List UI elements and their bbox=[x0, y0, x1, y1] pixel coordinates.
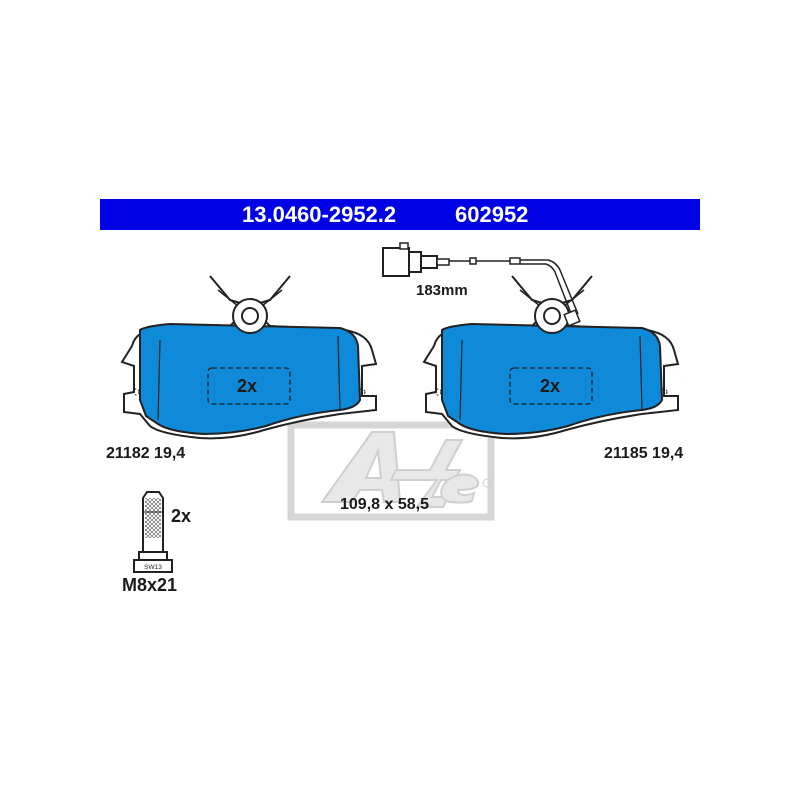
bolt-quantity: 2x bbox=[171, 506, 192, 526]
left-pad-quantity: 2x bbox=[237, 376, 258, 396]
reference-code: 602952 bbox=[455, 202, 529, 227]
pad-dimensions: 109,8 x 58,5 bbox=[340, 496, 429, 513]
sensor-length-label: 183mm bbox=[416, 282, 468, 299]
bolt-wrench-size: SW13 bbox=[144, 564, 162, 571]
left-friction-pad bbox=[139, 322, 362, 436]
header-bar: 13.0460-2952.2 602952 bbox=[100, 199, 700, 230]
right-pad-code: 21185 19,4 bbox=[604, 445, 684, 462]
right-brake-pad bbox=[422, 275, 680, 440]
right-pad-quantity: 2x bbox=[540, 376, 561, 396]
left-brake-pad bbox=[120, 275, 378, 440]
left-pad-code: 21182 19,4 bbox=[106, 445, 186, 462]
bolt-icon: SW13 bbox=[133, 491, 173, 573]
wear-sensor-icon bbox=[382, 242, 581, 327]
part-number: 13.0460-2952.2 bbox=[242, 202, 397, 227]
right-friction-pad bbox=[441, 322, 664, 436]
bolt-spec: M8x21 bbox=[122, 575, 178, 595]
